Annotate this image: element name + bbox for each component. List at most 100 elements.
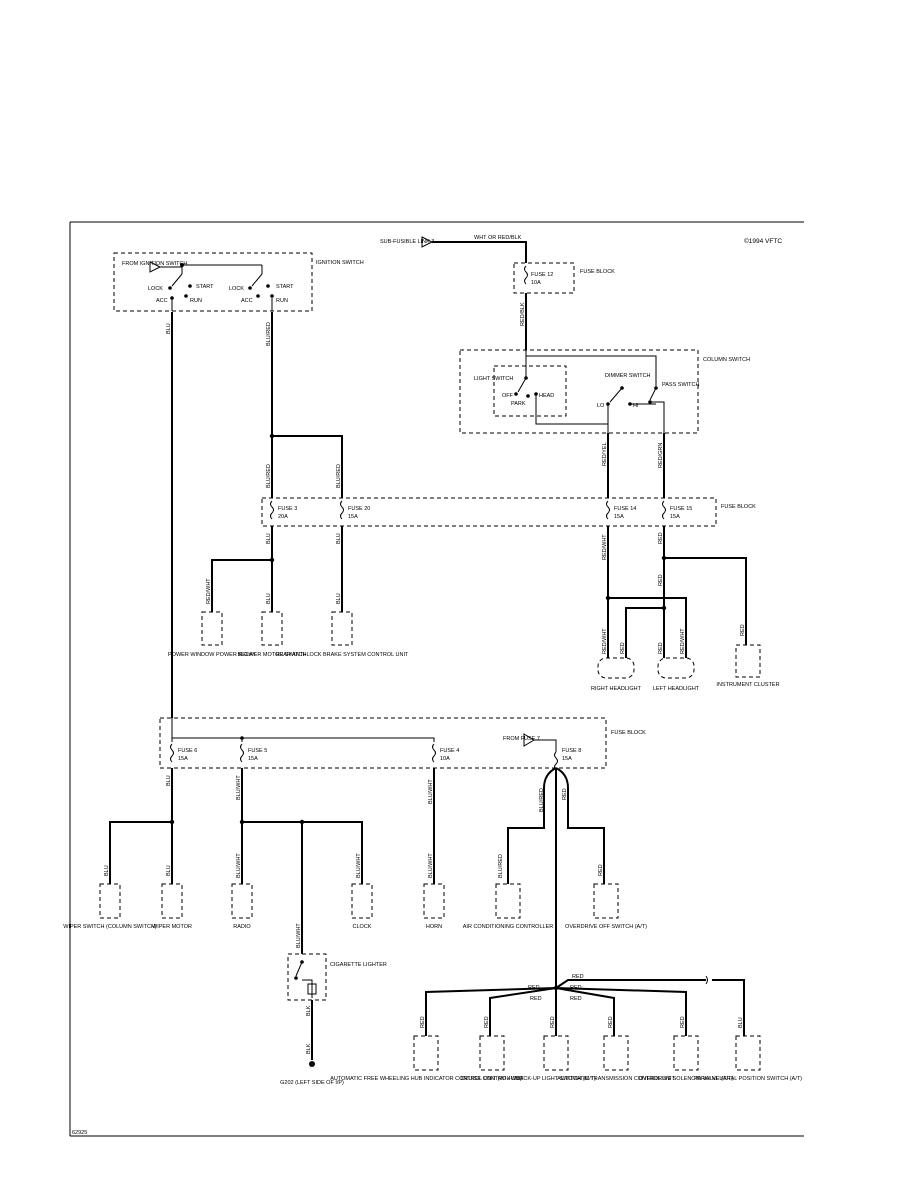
copyright-text: ©1994 VFTC [744, 237, 782, 245]
column-switch-label: COLUMN SWITCH [703, 357, 750, 363]
wire-blu-red-ac [507, 767, 557, 884]
ign-pos-start-1: START [196, 284, 214, 290]
fuse-block-label-middle: FUSE BLOCK [721, 504, 756, 510]
ign-pos-lock-1: LOCK [148, 286, 163, 292]
fuse-block-lower: FUSE BLOCK FUSE 6 15A FUSE 5 15A FUSE 4 … [159, 717, 646, 771]
wire-label-blu-red-ac: BLU/RED [498, 854, 504, 878]
rear-abs-control-unit-label: REAR ANTI-LOCK BRAKE SYSTEM CONTROL UNIT [276, 652, 409, 658]
wire-label-red-rh: RED [620, 642, 626, 654]
ground-g202: G202 (LEFT SIDE OF I/P) [280, 1061, 344, 1086]
power-window-relay-label: POWER WINDOW POWER RELAY [168, 652, 256, 658]
fuse-5-rating: 15A [248, 756, 258, 762]
wire-label-blu-abs: BLU [336, 593, 342, 604]
wire-label-red-grn: RED/GRN [658, 443, 664, 468]
overdrive-off-switch: OVERDRIVE OFF SWITCH (A/T) [565, 883, 647, 930]
cigarette-lighter-label: CIGARETTE LIGHTER [330, 962, 387, 968]
fuse-12-rating: 10A [531, 280, 541, 286]
fuse-12-name: FUSE 12 [531, 272, 553, 278]
wire-label-blu-blower: BLU [266, 593, 272, 604]
wire-label-blu-ign: BLU [166, 323, 172, 334]
wire-label-blu-wht-f5: BLU/WHT [236, 775, 242, 800]
fuse-8-rating: 15A [562, 756, 572, 762]
light-off-label: OFF [502, 393, 514, 399]
fuse-3-rating: 20A [278, 514, 288, 520]
wire-label-blu-red-f20: BLU/RED [336, 464, 342, 488]
connector-icon [705, 975, 708, 985]
wiper-motor: WIPER MOTOR [152, 883, 192, 930]
wire-label-blu-wht-horn: BLU/WHT [428, 853, 434, 878]
fuse-3-name: FUSE 3 [278, 506, 297, 512]
wire-label-red-b3: RED [572, 974, 584, 980]
wire-label-blu-red-f3: BLU/RED [266, 464, 272, 488]
ignition-switch-label: IGNITION SWITCH [316, 260, 364, 266]
wire-label-blu-f6: BLU [166, 775, 172, 786]
wire-label-blu-wht-cig: BLU/WHT [296, 923, 302, 948]
blower-motor-switch: BLOWER MOTOR SWITCH [238, 611, 307, 658]
hub-indicator-label: AUTOMATIC FREE WHEELING HUB INDICATOR CO… [330, 1076, 522, 1082]
wire-label-blu-wiper-mtr: BLU [166, 865, 172, 876]
ignition-switch-text: IGNITION SWITCH [316, 260, 364, 266]
fuse-15-name: FUSE 15 [670, 506, 692, 512]
wire-to-fuse20 [272, 435, 343, 498]
fuse-12-box: FUSE BLOCK FUSE 12 10A [513, 262, 615, 294]
fuse-block-label-top: FUSE BLOCK [580, 269, 615, 275]
right-headlight-label: RIGHT HEADLIGHT [591, 686, 642, 692]
column-switch: COLUMN SWITCH LIGHT SWITCH OFF PARK HEAD… [459, 349, 750, 434]
radio: RADIO [231, 883, 253, 930]
fuse-5-name: FUSE 5 [248, 748, 267, 754]
park-neutral-switch: PARK/ NEUTRAL POSITION SWITCH (A/T) [694, 1035, 802, 1082]
fuse-block-middle: FUSE BLOCK FUSE 3 20A FUSE 20 15A FUSE 1… [261, 497, 756, 527]
wire-label-red-cruise: RED [484, 1016, 490, 1028]
left-headlight: LEFT HEADLIGHT [653, 657, 700, 692]
wire-label-blu-wht-f4: BLU/WHT [428, 779, 434, 804]
left-headlight-label: LEFT HEADLIGHT [653, 686, 700, 692]
source-arrow-icon [149, 261, 162, 273]
fuse-20-name: FUSE 20 [348, 506, 370, 512]
pass-switch-label: PASS SWITCH [662, 382, 700, 388]
fuse-4-rating: 10A [440, 756, 450, 762]
wire-label-red-lh: RED [658, 642, 664, 654]
wire-label-red-wht-lh: RED/WHT [680, 628, 686, 654]
cigarette-lighter: CIGARETTE LIGHTER [287, 953, 387, 1001]
ac-controller: AIR CONDITIONING CONTROLLER [463, 883, 553, 930]
cruise-control-label: CRUISE CONTROL UNIT [460, 1076, 524, 1082]
wire-label-red-yel: RED/YEL [602, 442, 608, 466]
wire-label-blu-red-f8: BLU/RED [539, 788, 545, 812]
horn: HORN [423, 883, 445, 930]
backup-light-switch: BACK-UP LIGHT SWITCH (M/T) [516, 1035, 596, 1082]
radio-label: RADIO [233, 924, 251, 930]
wire-label-blu-f3: BLU [266, 533, 272, 544]
dimmer-switch-label: DIMMER SWITCH [605, 373, 651, 379]
wire-label-blu-pnp: BLU [738, 1017, 744, 1028]
wire-label-blu-f20: BLU [336, 533, 342, 544]
wire-label-red-b5: RED [570, 996, 582, 1002]
light-head-label: HEAD [539, 393, 554, 399]
light-switch-label: LIGHT SWITCH [474, 376, 513, 382]
wire-label-red-atcu: RED [608, 1016, 614, 1028]
fuse-6-name: FUSE 6 [178, 748, 197, 754]
wire-label-blk-1: BLK [306, 1005, 312, 1016]
ign-pos-acc-2: ACC [241, 298, 253, 304]
wire-label-red-f15-2: RED [658, 574, 664, 586]
ign-pos-run-1: RUN [190, 298, 202, 304]
fuse-14-rating: 15A [614, 514, 624, 520]
park-neutral-label: PARK/ NEUTRAL POSITION SWITCH (A/T) [694, 1076, 802, 1082]
wire-label-wht-red-blk: WHT OR RED/BLK [474, 235, 522, 241]
ac-controller-label: AIR CONDITIONING CONTROLLER [463, 924, 553, 930]
wire-label-red-wht-pwr: RED/WHT [206, 578, 212, 604]
wire-label-red-b2: RED [530, 996, 542, 1002]
horn-label: HORN [426, 924, 442, 930]
wire-label-red-cluster: RED [740, 624, 746, 636]
wire-label-blu-wht-radio: BLU/WHT [236, 853, 242, 878]
blower-motor-switch-label: BLOWER MOTOR SWITCH [238, 652, 307, 658]
fuse-14-name: FUSE 14 [614, 506, 636, 512]
wire-label-blu-red-ign: BLU/RED [266, 322, 272, 346]
at-control-unit: AUTOMATIC TRANSMISSION CONTROL UNIT [557, 1035, 676, 1082]
wiper-motor-label: WIPER MOTOR [152, 924, 192, 930]
fuse-8-name: FUSE 8 [562, 748, 581, 754]
wire-label-red-f15: RED [658, 532, 664, 544]
ign-pos-acc-1: ACC [156, 298, 168, 304]
ground-g202-label: G202 (LEFT SIDE OF I/P) [280, 1080, 344, 1086]
clock-label: CLOCK [353, 924, 372, 930]
